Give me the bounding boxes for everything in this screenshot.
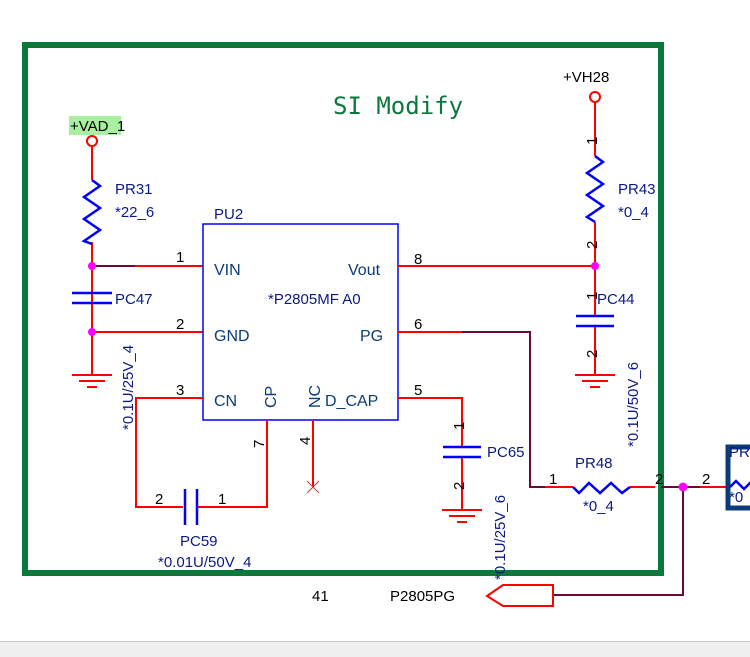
- junction: [678, 482, 688, 492]
- pr43-pin-b: 2: [584, 241, 601, 249]
- pc65-pin-b: 2: [451, 482, 468, 490]
- vad-power-label: +VAD_1: [70, 118, 125, 135]
- pu2-ic-body[interactable]: [202, 223, 399, 421]
- pc44-pin-a: 1: [584, 292, 601, 300]
- pr48-pin-a: 1: [549, 471, 557, 488]
- pc59-ref: PC59: [180, 533, 218, 550]
- pr48-ref: PR48: [575, 455, 613, 472]
- pr43-resistor[interactable]: [584, 155, 606, 224]
- pc44-value: *0.1U/50V_6: [625, 362, 642, 447]
- status-bar: [0, 641, 750, 657]
- vad-highlight: [69, 116, 121, 135]
- pr31-ref: PR31: [115, 181, 153, 198]
- pin-pg: PG: [360, 328, 383, 345]
- junction: [591, 262, 599, 270]
- vad-power-port[interactable]: [86, 135, 98, 147]
- pc44-ref: PC44: [597, 291, 635, 308]
- ground-icon: [575, 374, 615, 388]
- pr31-resistor[interactable]: [81, 179, 103, 246]
- pin-num-vin: 1: [176, 249, 184, 266]
- pc59-value: *0.01U/50V_4: [158, 554, 251, 571]
- ground-icon: [72, 374, 112, 388]
- pin-num-cn: 3: [176, 382, 184, 399]
- pc59-capacitor[interactable]: [183, 489, 199, 525]
- pr-next-selected-box[interactable]: [725, 444, 750, 511]
- pr43-ref: PR43: [618, 181, 656, 198]
- pin-gnd: GND: [214, 328, 250, 345]
- pr-next-ref: PR: [729, 444, 750, 461]
- vh28-power-label: +VH28: [563, 69, 609, 86]
- pin-vout: Vout: [348, 262, 381, 279]
- junction: [88, 328, 96, 336]
- modify-frame: [22, 42, 664, 576]
- offpage-connector-icon[interactable]: [485, 584, 554, 607]
- no-connect-icon: [306, 480, 320, 494]
- pc59-pin-a: 2: [155, 491, 163, 508]
- pr-next-pin: 2: [702, 471, 710, 488]
- pin-dcap: D_CAP: [325, 393, 378, 410]
- ground-icon: [442, 509, 482, 523]
- pc47-value: *0.1U/25V_4: [120, 345, 137, 430]
- pr48-value: *0_4: [583, 498, 614, 515]
- pc65-pin-a: 1: [451, 422, 468, 430]
- pc47-ref: PC47: [115, 291, 153, 308]
- pr48-resistor[interactable]: [572, 481, 631, 495]
- pin-cn: CN: [214, 393, 237, 410]
- pc44-capacitor[interactable]: [576, 314, 614, 328]
- pin-num-pg: 6: [414, 316, 422, 333]
- pin-num-gnd: 2: [176, 316, 184, 333]
- pu2-part: *P2805MF A0: [268, 291, 361, 308]
- net-label: P2805PG: [390, 588, 455, 605]
- pc47-capacitor[interactable]: [72, 291, 112, 305]
- pr48-pin-b: 2: [655, 471, 663, 488]
- pc44-pin-b: 2: [584, 350, 601, 358]
- pr43-value: *0_4: [618, 204, 649, 221]
- pin-num-nc: 4: [297, 437, 314, 445]
- pc65-capacitor[interactable]: [443, 445, 481, 459]
- pr-next-value: *0: [729, 489, 743, 506]
- pin-num-vout: 8: [414, 251, 422, 268]
- pr43-pin-a: 1: [584, 137, 601, 145]
- page-ref: 41: [312, 588, 329, 605]
- pin-nc: NC: [307, 385, 324, 408]
- pc65-ref: PC65: [487, 444, 525, 461]
- pc59-pin-b: 1: [218, 491, 226, 508]
- pin-num-dcap: 5: [414, 382, 422, 399]
- pu2-ref: PU2: [214, 206, 243, 223]
- pr31-value: *22_6: [115, 204, 154, 221]
- pin-num-cp: 7: [251, 440, 268, 448]
- vh28-power-port[interactable]: [589, 91, 601, 103]
- pin-cp: CP: [263, 386, 280, 408]
- pin-vin: VIN: [214, 262, 241, 279]
- pc65-value: *0.1U/25V_6: [492, 495, 509, 580]
- junction: [88, 262, 96, 270]
- frame-title: SI Modify: [333, 92, 463, 120]
